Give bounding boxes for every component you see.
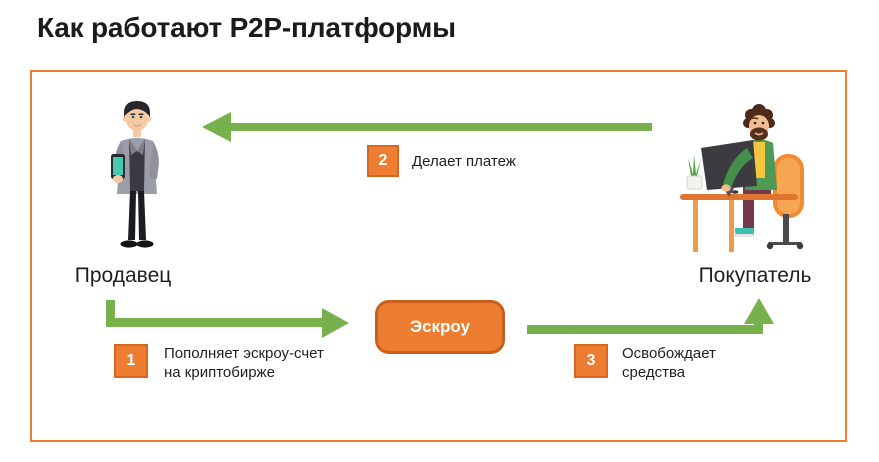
step-3-number-badge: 3 — [574, 344, 608, 378]
arrow-deposit-head-right — [322, 308, 349, 338]
arrow-release-line — [527, 325, 763, 334]
buyer-label: Покупатель — [698, 264, 812, 287]
diagram-frame: Продавец Покупатель Эскроу 1 Пополняет э… — [30, 70, 847, 442]
seller-illustration — [111, 101, 159, 248]
step-3: 3 Освобождает средства — [574, 344, 716, 382]
arrow-payment-head-left — [202, 112, 231, 142]
arrow-deposit-vertical — [106, 300, 115, 327]
step-3-text: Освобождает средства — [622, 345, 716, 381]
step-1-number-badge: 1 — [114, 344, 148, 378]
page-title: Как работают P2P-платформы — [37, 12, 456, 43]
step-1-text: Пополняет эскроу-счет на криптобирже — [164, 345, 324, 381]
step-2-text: Делает платеж — [412, 152, 516, 170]
step-2: 2 Делает платеж — [367, 145, 516, 177]
arrow-deposit-line — [106, 318, 323, 327]
step-2-number-badge: 2 — [367, 145, 399, 177]
escrow-box: Эскроу — [375, 300, 505, 354]
arrow-release-head-up — [744, 298, 774, 324]
arrow-release-vertical — [754, 316, 763, 334]
escrow-label: Эскроу — [409, 317, 471, 336]
step-1: 1 Пополняет эскроу-счет на криптобирже — [114, 344, 324, 382]
arrow-payment-line — [230, 123, 652, 131]
seller-label: Продавец — [74, 264, 172, 287]
buyer-illustration — [680, 104, 804, 252]
